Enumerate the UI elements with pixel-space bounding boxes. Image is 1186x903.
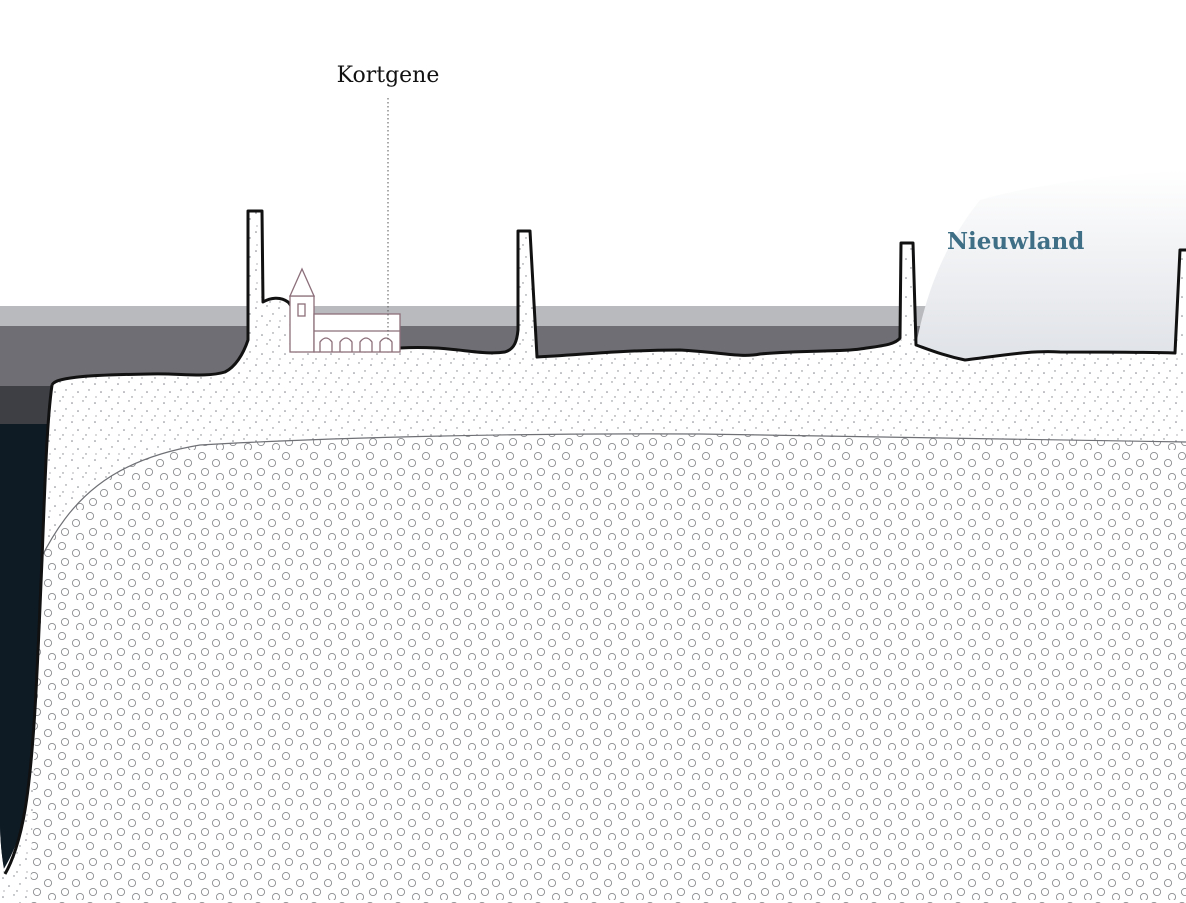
polder-haze xyxy=(916,170,1186,360)
polder-label: Nieuwland xyxy=(947,228,1084,255)
town-label: Kortgene xyxy=(337,63,440,88)
